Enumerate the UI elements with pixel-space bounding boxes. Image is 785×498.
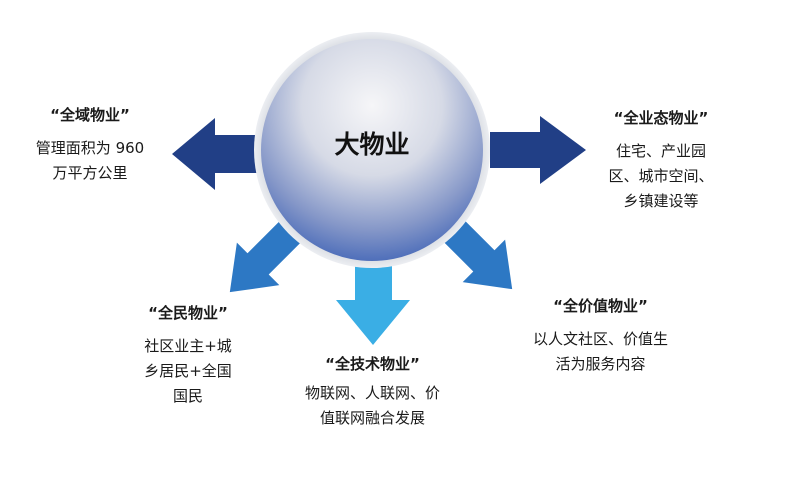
node-bottom: “全技术物业” 物联网、人联网、价 值联网融合发展 <box>280 353 465 431</box>
node-bottom-right-line-1: 以人文社区、价值生 <box>532 330 668 348</box>
node-bottom-left-line-3: 国民 <box>172 387 203 405</box>
node-bottom-right-line-2: 活为服务内容 <box>555 355 646 373</box>
node-right: “全业态物业” 住宅、产业园 区、城市空间、 乡镇建设等 <box>586 107 736 214</box>
node-right-line-2: 区、城市空间、 <box>608 167 714 185</box>
arrow-bottom <box>336 260 410 345</box>
arrow-bottom-left <box>229 214 308 293</box>
node-bottom-left: “全民物业” 社区业主+城 乡居民+全国 国民 <box>118 302 258 409</box>
node-left: “全域物业” 管理面积为 960 万平方公里 <box>10 104 170 186</box>
node-bottom-line-2: 值联网融合发展 <box>319 409 425 427</box>
node-left-line-2: 万平方公里 <box>52 164 128 182</box>
node-bottom-title: “全技术物业” <box>325 355 420 373</box>
node-bottom-left-line-2: 乡居民+全国 <box>144 362 232 380</box>
center-sphere <box>261 39 483 261</box>
node-right-title: “全业态物业” <box>613 109 709 127</box>
node-right-line-1: 住宅、产业园 <box>615 142 706 160</box>
node-left-title: “全域物业” <box>50 106 130 124</box>
arrow-left <box>172 118 265 190</box>
node-bottom-line-1: 物联网、人联网、价 <box>304 384 440 402</box>
node-left-line-1: 管理面积为 960 <box>35 139 145 157</box>
node-bottom-left-title: “全民物业” <box>148 304 228 322</box>
node-bottom-right-title: “全价值物业” <box>553 297 648 315</box>
arrow-right <box>490 116 586 184</box>
node-right-line-3: 乡镇建设等 <box>623 192 699 210</box>
center-label: 大物业 <box>334 130 410 159</box>
node-bottom-left-line-1: 社区业主+城 <box>144 337 232 355</box>
node-bottom-right: “全价值物业” 以人文社区、价值生 活为服务内容 <box>508 295 693 377</box>
